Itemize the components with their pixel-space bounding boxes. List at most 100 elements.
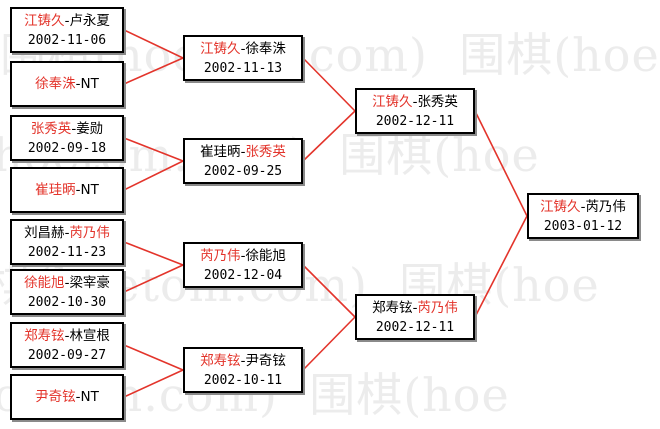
bracket-connector (474, 215, 528, 318)
match-players: 郑寿铉-芮乃伟 (357, 299, 473, 318)
player-name: 郑寿铉 (200, 353, 241, 369)
match-players: 崔珪昞-张秀英 (185, 143, 301, 162)
match-players: 尹奇铉-NT (12, 388, 122, 407)
player-name: 芮乃伟 (69, 225, 110, 241)
player-name: 张秀英 (30, 121, 72, 137)
player-name: 徐能旭 (245, 248, 286, 264)
match-date: 2002-09-18 (27, 141, 107, 156)
match-date: 2002-11-06 (27, 33, 107, 48)
player-name: 尹奇铉 (245, 353, 286, 369)
player-name: 崔珪昞 (200, 144, 241, 160)
match-date: 2002-11-23 (27, 245, 107, 260)
bracket-connector (302, 316, 356, 371)
name-separator: - (240, 144, 246, 160)
bracket-connector (123, 160, 184, 191)
name-separator: - (75, 182, 81, 198)
match-players: 江铸久-卢永夏 (12, 12, 122, 31)
match-players: 崔珪昞-NT (12, 181, 122, 200)
match-box: 崔珪昞-NT (10, 167, 124, 213)
match-date: 2002-12-11 (375, 320, 455, 335)
match-date: 2002-09-25 (203, 164, 283, 179)
match-box: 尹奇铉-NT (10, 374, 124, 420)
player-name: 江铸久 (540, 199, 581, 215)
player-name: NT (80, 76, 99, 92)
player-name: 林宣根 (69, 328, 110, 344)
player-name: 江铸久 (24, 13, 65, 29)
player-name: 芮乃伟 (200, 248, 241, 264)
name-separator: - (71, 121, 77, 137)
name-separator: - (64, 225, 70, 241)
bracket-connector (123, 369, 184, 398)
player-name: 张秀英 (245, 144, 286, 160)
match-box: 张秀英-姜勋 2002-09-18 (10, 115, 124, 161)
player-name: 徐奉洙 (245, 41, 286, 57)
bracket-connector (123, 241, 184, 266)
match-box: 郑寿铉-尹奇铉 2002-10-11 (183, 347, 303, 393)
bracket-connector (123, 264, 184, 293)
name-separator: - (64, 13, 70, 29)
player-name: 江铸久 (372, 94, 413, 110)
match-box: 江铸久-徐奉洙 2002-11-13 (183, 35, 303, 81)
bracket-connector (302, 57, 356, 112)
player-name: 张秀英 (417, 94, 458, 110)
player-name: 徐能旭 (24, 275, 65, 291)
match-date: 2002-12-04 (203, 268, 283, 283)
match-box: 徐能旭-梁宰豪 2002-10-30 (10, 269, 124, 315)
player-name: 芮乃伟 (417, 300, 458, 316)
match-box: 江铸久-卢永夏 2002-11-06 (10, 7, 124, 53)
match-players: 江铸久-徐奉洙 (185, 40, 301, 59)
match-box: 徐奉洙-NT (10, 61, 124, 107)
bracket-connector (123, 57, 184, 85)
player-name: 芮乃伟 (585, 199, 626, 215)
player-name: 尹奇铉 (35, 389, 76, 405)
player-name: NT (80, 182, 99, 198)
final-match-box: 江铸久-芮乃伟 2003-01-12 (527, 193, 639, 239)
match-players: 徐奉洙-NT (12, 75, 122, 94)
match-date: 2002-12-11 (375, 114, 455, 129)
match-players: 徐能旭-梁宰豪 (12, 274, 122, 293)
player-name: 崔珪昞 (35, 182, 76, 198)
player-name: 卢永夏 (69, 13, 110, 29)
name-separator: - (240, 248, 246, 264)
player-name: 郑寿铉 (372, 300, 413, 316)
match-players: 张秀英-姜勋 (12, 120, 122, 139)
bracket-connector (302, 264, 356, 318)
match-date: 2003-01-12 (543, 219, 623, 234)
name-separator: - (412, 94, 418, 110)
match-players: 郑寿铉-林宣根 (12, 327, 122, 346)
player-name: 姜勋 (76, 121, 104, 137)
player-name: 梁宰豪 (69, 275, 110, 291)
name-separator: - (75, 76, 81, 92)
match-date: 2002-10-11 (203, 373, 283, 388)
match-players: 江铸久-芮乃伟 (529, 198, 637, 217)
match-box: 芮乃伟-徐能旭 2002-12-04 (183, 242, 303, 288)
match-players: 江铸久-张秀英 (357, 93, 473, 112)
match-box: 崔珪昞-张秀英 2002-09-25 (183, 138, 303, 184)
match-players: 芮乃伟-徐能旭 (185, 247, 301, 266)
name-separator: - (64, 275, 70, 291)
match-players: 郑寿铉-尹奇铉 (185, 352, 301, 371)
name-separator: - (240, 41, 246, 57)
match-box: 郑寿铉-芮乃伟 2002-12-11 (355, 294, 475, 340)
match-box: 江铸久-张秀英 2002-12-11 (355, 88, 475, 134)
match-date: 2002-10-30 (27, 295, 107, 310)
bracket-connector (302, 110, 356, 162)
player-name: 郑寿铉 (24, 328, 65, 344)
player-name: 徐奉洙 (35, 76, 76, 92)
player-name: 江铸久 (200, 41, 241, 57)
bracket-connector (123, 29, 184, 59)
match-box: 刘昌赫-芮乃伟 2002-11-23 (10, 219, 124, 265)
player-name: 刘昌赫 (24, 225, 65, 241)
match-date: 2002-11-13 (203, 61, 283, 76)
match-players: 刘昌赫-芮乃伟 (12, 224, 122, 243)
bracket-connector (123, 137, 184, 162)
name-separator: - (412, 300, 418, 316)
name-separator: - (64, 328, 70, 344)
player-name: NT (80, 389, 99, 405)
name-separator: - (580, 199, 586, 215)
name-separator: - (240, 353, 246, 369)
name-separator: - (75, 389, 81, 405)
